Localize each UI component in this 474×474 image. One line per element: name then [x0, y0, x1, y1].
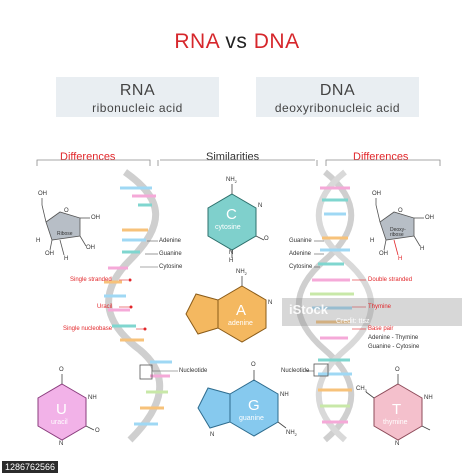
thymine-ch3: CH3: [356, 386, 367, 394]
guanine-letter: G: [248, 397, 260, 414]
dna-box-full: deoxyribonucleic acid: [274, 101, 401, 115]
rna-nucleotide-box: [139, 364, 153, 380]
title-rna: RNA: [174, 30, 220, 53]
watermark-credit: Credit: ttsz: [336, 318, 370, 325]
page-title: RNA vs DNA: [0, 30, 474, 54]
guanine-name: guanine: [239, 415, 264, 422]
adenine-nh2: NH2: [236, 269, 247, 277]
uracil-nh: NH: [88, 395, 97, 401]
dna-helix: [295, 169, 375, 443]
adenine-molecule: [185, 276, 267, 343]
rna-strand: [104, 169, 172, 443]
thymine-name: thymine: [383, 419, 408, 426]
uracil-molecule: [37, 374, 95, 441]
rna-backbone: [105, 169, 164, 443]
guanine-nh: NH: [280, 392, 289, 398]
dna-label-pair-at: Adenine - Thymine: [368, 335, 419, 341]
rna-label-single-nucleobase: Single nucleobase: [63, 326, 113, 332]
cytosine-molecule: [207, 184, 265, 258]
adenine-n: N: [268, 300, 273, 306]
adenine-name: adenine: [228, 320, 253, 327]
guanine-o: O: [251, 362, 256, 368]
thymine-molecule: [365, 374, 431, 441]
title-vs: vs: [225, 30, 248, 53]
dna-label-thymine: Thymine: [368, 304, 392, 310]
deoxyribose-h-left: H: [370, 238, 375, 244]
uracil-n: N: [59, 441, 64, 447]
deoxyribose-h-right: H: [420, 246, 425, 252]
watermark-band: [282, 298, 462, 326]
rna-label-nucleotide: Nucleotide: [179, 368, 208, 374]
guanine-n: N: [210, 432, 215, 438]
dna-label-adenine: Adenine: [289, 251, 312, 257]
rna-box-full: ribonucleic acid: [92, 101, 183, 115]
section-brackets: [36, 159, 441, 166]
ribose-oh-top: OH: [38, 191, 47, 197]
ribose-oh-right-bot: OH: [86, 245, 95, 251]
rna-label-cytosine: Cytosine: [159, 264, 183, 270]
dna-label-base-pair: Base pair: [368, 326, 394, 332]
guanine-molecule: [197, 370, 287, 437]
deoxyribose-h-red: H: [398, 256, 403, 262]
dna-pointers: [306, 240, 366, 372]
rna-bases: [104, 186, 172, 426]
thymine-nh: NH: [424, 395, 433, 401]
deoxyribose-o: O: [398, 208, 403, 214]
deoxyribose-oh-left-bot: OH: [379, 251, 388, 257]
guanine-nh2: NH2: [286, 430, 297, 438]
title-dna: DNA: [253, 30, 300, 53]
cytosine-n2: N: [229, 250, 234, 256]
rna-header-box: RNA ribonucleic acid: [56, 77, 219, 117]
dna-label-guanine: Guanine: [289, 238, 312, 244]
rna-label-single-stranded: Single stranded: [70, 277, 112, 283]
bracket-left: [36, 159, 151, 166]
cytosine-letter: C: [226, 206, 237, 223]
dna-label-cytosine: Cytosine: [289, 264, 313, 270]
rna-label-guanine: Guanine: [159, 251, 182, 257]
deoxyribose-molecule: [375, 198, 424, 256]
dna-label-double-stranded: Double stranded: [368, 277, 413, 283]
cytosine-h: H: [229, 258, 234, 264]
uracil-name: uracil: [51, 419, 68, 426]
dna-nucleotide-box: [313, 363, 329, 377]
adenine-letter: A: [236, 302, 247, 319]
ribose-h-left: H: [36, 238, 41, 244]
ribose-o: O: [64, 208, 69, 214]
watermark-logo: iStock: [289, 302, 329, 317]
cytosine-o: O: [264, 236, 269, 242]
dna-box-name: DNA: [319, 82, 356, 99]
image-id-badge: 1286762566: [2, 461, 59, 473]
uracil-o: O: [59, 367, 64, 373]
dna-header-box: DNA deoxyribonucleic acid: [256, 77, 419, 117]
ribose-h-right: H: [64, 256, 69, 262]
uracil-o2: O: [95, 428, 100, 434]
ribose-oh-left-bot: OH: [45, 251, 54, 257]
ribose-ring-label: Ribose: [57, 231, 73, 237]
rna-label-uracil: Uracil: [97, 304, 113, 310]
dna-label-nucleotide: Nucleotide: [281, 368, 310, 374]
deoxyribose-oh-top: OH: [372, 191, 381, 197]
rna-pointer-dots: [128, 278, 147, 331]
dna-base-pairs: [310, 186, 354, 424]
rna-box-name: RNA: [119, 82, 156, 99]
cytosine-name: cytosine: [215, 224, 241, 231]
thymine-n: N: [395, 441, 400, 447]
rna-pointers: [119, 240, 178, 372]
thymine-o: O: [395, 367, 400, 373]
deoxyribose-oh-right-top: OH: [425, 215, 434, 221]
deoxyribose-ring-label: Deoxy-ribose: [390, 227, 406, 238]
rna-label-adenine: Adenine: [159, 238, 182, 244]
bracket-right: [325, 159, 441, 166]
ribose-oh-right-top: OH: [91, 215, 100, 221]
dna-backbone-b: [315, 169, 375, 443]
dna-label-pair-gc: Guanine - Cytosine: [368, 344, 420, 350]
ribose-molecule: [41, 198, 90, 256]
thymine-letter: T: [392, 401, 402, 418]
cytosine-nh2: NH2: [226, 177, 237, 185]
uracil-letter: U: [56, 401, 67, 418]
dna-backbone-a: [295, 169, 355, 443]
cytosine-n1: N: [258, 203, 263, 209]
